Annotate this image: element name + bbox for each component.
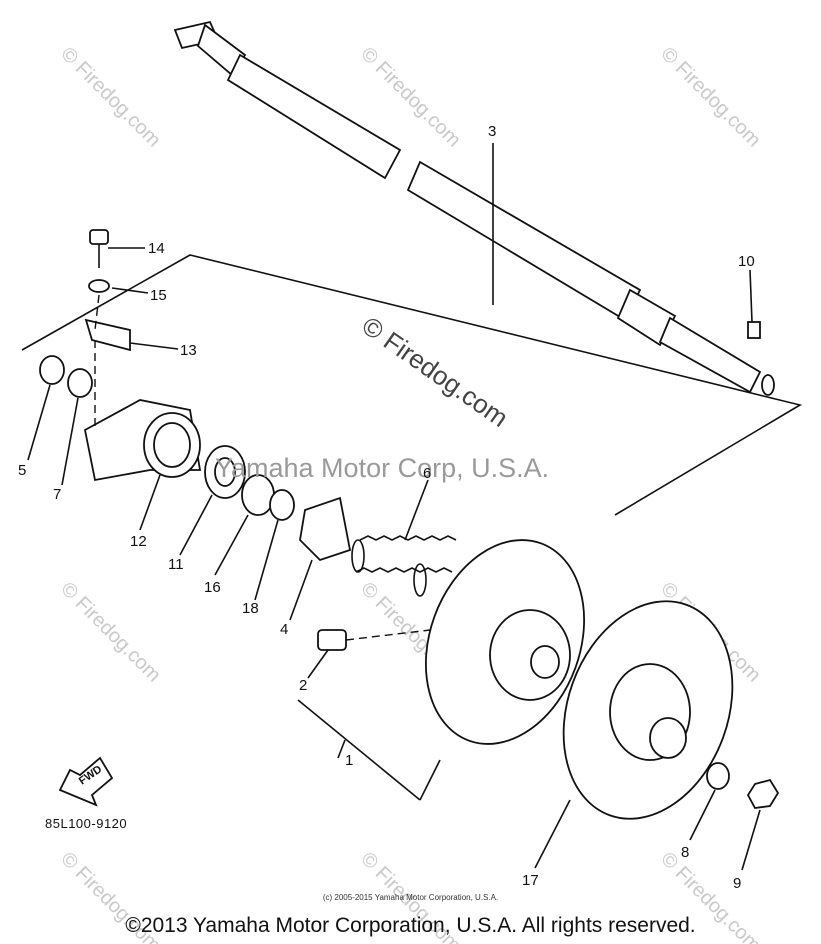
washer-part-8 xyxy=(706,762,730,790)
circlip-part-5 xyxy=(39,355,65,385)
callout-16: 16 xyxy=(204,579,221,596)
callout-9: 9 xyxy=(733,875,741,892)
callout-11: 11 xyxy=(168,556,184,573)
callout-13: 13 xyxy=(180,342,197,359)
fwd-arrow-icon: FWD xyxy=(58,756,114,807)
callout-labels: 1 2 3 4 5 6 7 8 9 10 11 12 13 14 15 16 1… xyxy=(18,123,755,892)
bearing-housing-part-12 xyxy=(83,399,202,482)
callout-2: 2 xyxy=(299,677,307,694)
slider-part-2 xyxy=(317,629,347,651)
washer-part-15 xyxy=(88,279,110,293)
seal-part-7 xyxy=(67,368,93,398)
cam-part-4 xyxy=(299,496,352,562)
bolt-part-14 xyxy=(89,229,109,268)
callout-4: 4 xyxy=(280,621,288,638)
alignment-line xyxy=(345,629,431,641)
watermark-yamaha: Yamaha Motor Corp, U.S.A. xyxy=(215,453,549,483)
callout-5: 5 xyxy=(18,462,26,479)
watermark-tile: © Firedog.com xyxy=(656,43,765,152)
spring-part-6 xyxy=(351,535,457,597)
watermark-tile: © Firedog.com xyxy=(56,43,165,152)
sheave-part-1 xyxy=(425,539,585,745)
sheave-part-17 xyxy=(562,600,734,820)
alignment-line xyxy=(94,294,100,331)
assembly-bracket-line xyxy=(419,759,441,801)
collar-part-18 xyxy=(269,489,295,521)
small-copyright: (c) 2005-2015 Yamaha Motor Corporation, … xyxy=(322,893,499,902)
callout-15: 15 xyxy=(150,287,167,304)
callout-12: 12 xyxy=(130,533,147,550)
callout-7: 7 xyxy=(53,486,61,503)
part-number: 85L100-9120 xyxy=(45,816,128,831)
copyright-footer: ©2013 Yamaha Motor Corporation, U.S.A. A… xyxy=(125,914,696,937)
callout-8: 8 xyxy=(681,844,689,861)
leader-lines xyxy=(27,143,761,871)
callout-17: 17 xyxy=(522,872,539,889)
nut-part-9 xyxy=(746,778,780,809)
callout-18: 18 xyxy=(242,600,259,617)
bearing-part-11 xyxy=(204,445,246,499)
callout-1: 1 xyxy=(345,752,353,769)
callout-14: 14 xyxy=(148,240,165,257)
assembly-bracket-line xyxy=(297,699,421,801)
assembly-bracket-line xyxy=(21,254,803,516)
shaft-part-3 xyxy=(173,20,775,396)
watermark-tile: © Firedog.com xyxy=(56,578,165,687)
plate-part-13 xyxy=(84,318,131,352)
callout-10: 10 xyxy=(738,253,755,270)
callout-3: 3 xyxy=(488,123,496,140)
callout-6: 6 xyxy=(423,465,431,482)
key-part-10 xyxy=(747,321,761,339)
